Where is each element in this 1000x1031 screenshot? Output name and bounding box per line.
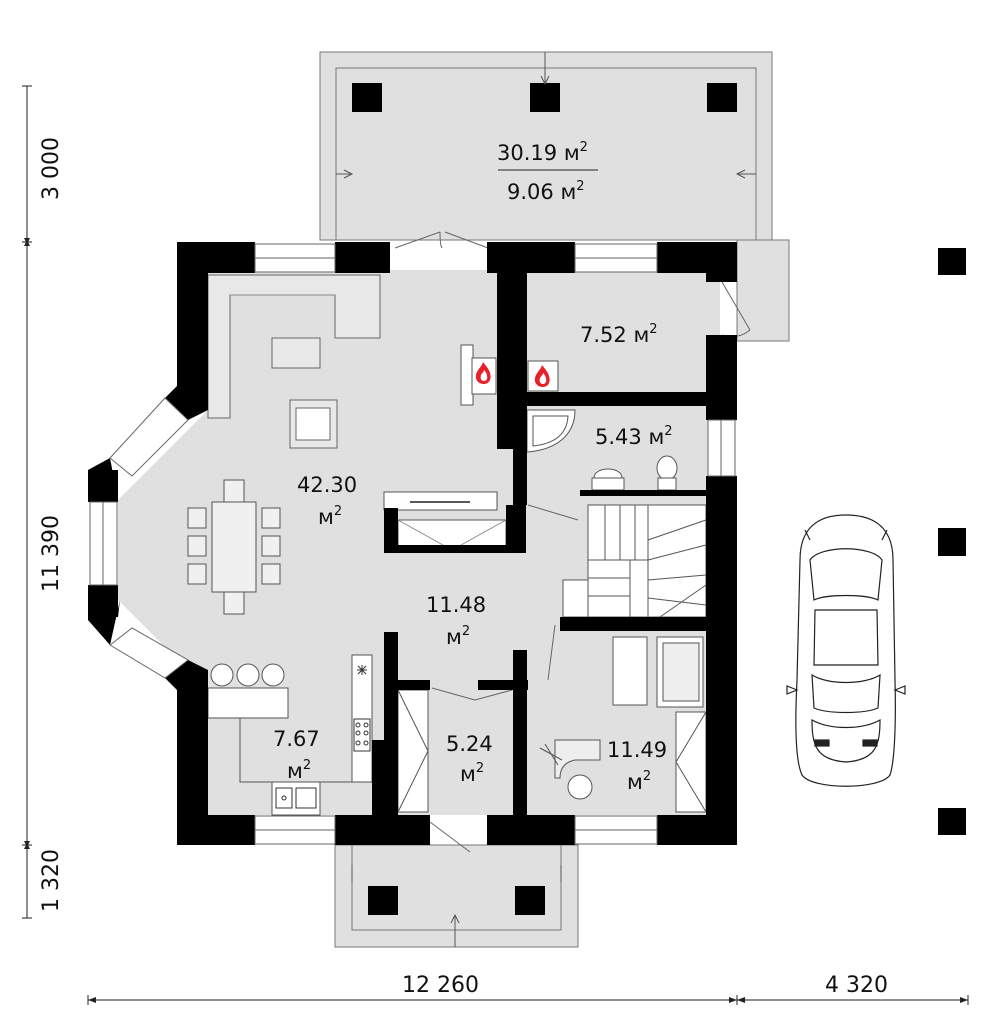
svg-text:м2: м2 bbox=[287, 758, 311, 783]
windows bbox=[89, 243, 736, 845]
svg-text:7.52 м2: 7.52 м2 bbox=[580, 322, 658, 347]
room-unit-power: 2 bbox=[334, 504, 342, 519]
dimension-vertical-middle: 11 390 bbox=[39, 515, 64, 592]
fireplace-icon bbox=[475, 362, 491, 384]
room-kitchen-label: 7.67 м2 bbox=[273, 727, 320, 783]
room-unit: м bbox=[648, 425, 664, 449]
sink-icon bbox=[591, 468, 625, 491]
room-sub-area: 9.06 bbox=[507, 180, 554, 204]
room-office-label: 11.49 м2 bbox=[607, 738, 667, 794]
staircase bbox=[562, 504, 707, 618]
office-furniture bbox=[539, 636, 704, 800]
dimension-horizontal-garage: 4 320 bbox=[825, 973, 888, 998]
fireplace-icon bbox=[534, 365, 550, 387]
room-unit-power: 2 bbox=[580, 140, 588, 155]
room-unit-power: 2 bbox=[303, 758, 311, 773]
room-unit: м bbox=[446, 625, 462, 649]
room-area: 5.24 bbox=[446, 732, 493, 756]
room-terrace-label: 30.19 м2 9.06 м2 bbox=[497, 140, 588, 204]
svg-text:9.06 м2: 9.06 м2 bbox=[507, 179, 585, 204]
sofa bbox=[207, 274, 381, 449]
room-unit-power: 2 bbox=[643, 769, 651, 784]
pillar-marker bbox=[938, 808, 966, 835]
car-icon bbox=[786, 514, 906, 787]
room-area: 11.49 bbox=[607, 738, 667, 762]
room-living-label: 42.30 м2 bbox=[297, 473, 357, 529]
room-area: 7.67 bbox=[273, 727, 320, 751]
room-unit: м bbox=[287, 759, 303, 783]
shower-icon bbox=[526, 409, 576, 453]
front-porch bbox=[334, 844, 579, 948]
toilet-icon bbox=[656, 455, 678, 491]
room-hall-label: 11.48 м2 bbox=[426, 593, 486, 649]
dimension-lines bbox=[22, 85, 969, 1005]
dimension-vertical-bottom: 1 320 bbox=[39, 849, 64, 912]
room-unit: м bbox=[627, 770, 643, 794]
walls bbox=[88, 242, 737, 845]
room-unit: м bbox=[460, 762, 476, 786]
dimension-ticks bbox=[24, 238, 968, 1003]
svg-text:м2: м2 bbox=[627, 769, 651, 794]
stove-icon bbox=[353, 718, 371, 752]
room-area: 30.19 bbox=[497, 141, 557, 165]
pillar-marker bbox=[938, 248, 966, 275]
terrace bbox=[319, 51, 773, 241]
dining-table bbox=[187, 479, 281, 615]
room-area: 5.43 bbox=[595, 425, 642, 449]
svg-text:30.19 м2: 30.19 м2 bbox=[497, 140, 588, 165]
room-unit-power: 2 bbox=[649, 322, 657, 337]
svg-text:м2: м2 bbox=[446, 624, 470, 649]
sink-icon bbox=[275, 787, 317, 809]
svg-text:м2: м2 bbox=[460, 761, 484, 786]
room-unit-power: 2 bbox=[664, 424, 672, 439]
bathroom-counter bbox=[580, 490, 706, 496]
room-area: 42.30 bbox=[297, 473, 357, 497]
fridge-icon bbox=[357, 665, 367, 675]
room-unit-power: 2 bbox=[476, 761, 484, 776]
room-unit: м bbox=[633, 323, 649, 347]
room-unit-power: 2 bbox=[462, 624, 470, 639]
office-wardrobe bbox=[675, 711, 707, 813]
doors bbox=[394, 231, 751, 853]
room-area: 11.48 bbox=[426, 593, 486, 617]
pillar-marker bbox=[938, 528, 966, 556]
svg-text:5.43 м2: 5.43 м2 bbox=[595, 424, 673, 449]
dimension-horizontal-main: 12 260 bbox=[402, 973, 479, 998]
room-storage-label: 7.52 м2 bbox=[580, 322, 658, 347]
room-area: 7.52 bbox=[580, 323, 627, 347]
room-unit: м bbox=[560, 180, 576, 204]
room-unit: м bbox=[318, 505, 334, 529]
side-porch bbox=[736, 239, 790, 342]
room-unit: м bbox=[564, 141, 580, 165]
svg-text:м2: м2 bbox=[318, 504, 342, 529]
dimension-vertical-top: 3 000 bbox=[39, 137, 64, 200]
room-unit-power: 2 bbox=[576, 179, 584, 194]
room-vestibule-label: 5.24 м2 bbox=[446, 732, 493, 786]
room-bathroom-label: 5.43 м2 bbox=[595, 424, 673, 449]
wardrobe bbox=[397, 689, 429, 813]
